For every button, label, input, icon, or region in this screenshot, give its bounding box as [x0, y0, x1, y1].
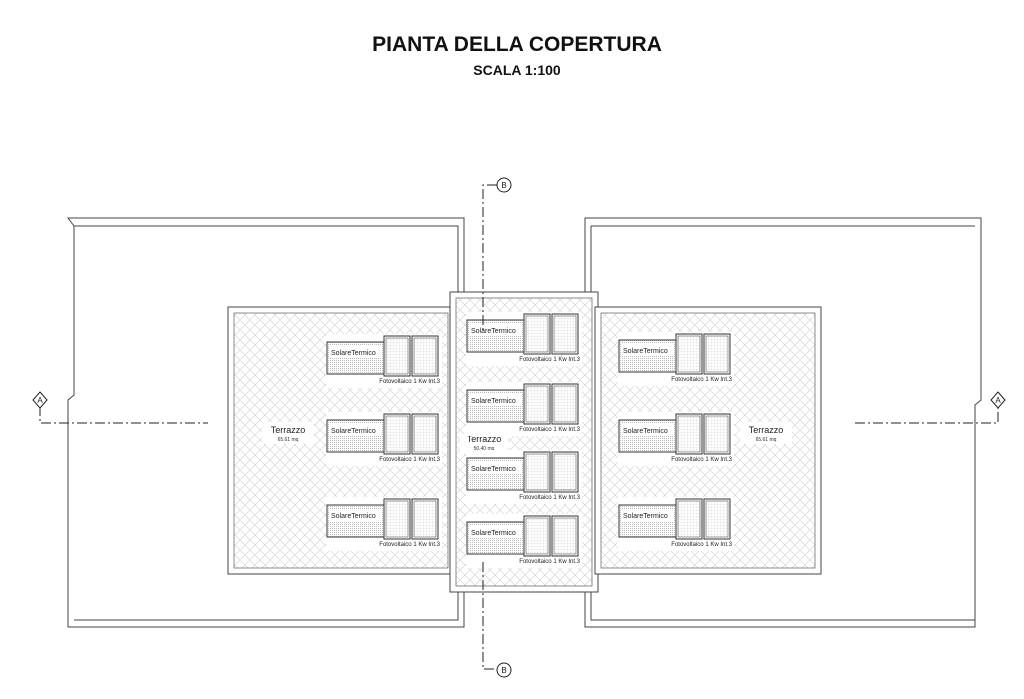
- drawing-scale: SCALA 1:100: [473, 62, 561, 78]
- svg-text:65.61 mq: 65.61 mq: [278, 437, 299, 443]
- solar-thermal-label: SolareTermico: [331, 513, 376, 520]
- pv-label: Fotovoltaico 1 Kw Int.3: [379, 379, 440, 385]
- section-line-a: [39, 406, 999, 424]
- solar-thermal-label: SolareTermico: [623, 348, 668, 355]
- terrace-label-left: Terrazzo 65.61 mq: [262, 422, 314, 444]
- pv-panel: [525, 315, 549, 353]
- section-mark-a-left: A: [32, 391, 48, 409]
- pv-panel: [705, 415, 729, 453]
- pv-panel: [385, 337, 409, 375]
- section-mark-b-bottom: B: [496, 662, 512, 678]
- solar-thermal-label: SolareTermico: [623, 513, 668, 520]
- pv-panel: [553, 385, 577, 423]
- solar-thermal-label: SolareTermico: [623, 428, 668, 435]
- drawing-title: PIANTA DELLA COPERTURA: [372, 33, 662, 56]
- pv-label: Fotovoltaico 1 Kw Int.3: [519, 357, 580, 363]
- pv-panel: [525, 385, 549, 423]
- pv-panel: [553, 453, 577, 491]
- solar-thermal-label-bg: [621, 424, 673, 436]
- pv-panel: [525, 517, 549, 555]
- svg-text:65.61 mq: 65.61 mq: [756, 437, 777, 443]
- solar-thermal-label-bg: [329, 509, 381, 521]
- section-line-b: [482, 184, 497, 670]
- pv-panel: [385, 415, 409, 453]
- pv-label: Fotovoltaico 1 Kw Int.3: [379, 457, 440, 463]
- terrace-label-right: Terrazzo 65.61 mq: [740, 422, 792, 444]
- svg-text:A: A: [995, 396, 1001, 405]
- svg-text:Terrazzo: Terrazzo: [749, 425, 784, 435]
- pv-panel: [677, 500, 701, 538]
- solar-thermal-label: SolareTermico: [471, 530, 516, 537]
- svg-text:Terrazzo: Terrazzo: [467, 434, 502, 444]
- pv-panel: [677, 335, 701, 373]
- solar-thermal-label-bg: [621, 509, 673, 521]
- pv-label: Fotovoltaico 1 Kw Int.3: [671, 457, 732, 463]
- pv-panel: [553, 315, 577, 353]
- pv-panel: [413, 415, 437, 453]
- pv-panel: [705, 500, 729, 538]
- pv-panel: [413, 337, 437, 375]
- solar-thermal-label: SolareTermico: [471, 466, 516, 473]
- svg-text:50.40 mq: 50.40 mq: [474, 446, 495, 452]
- solar-thermal-label-bg: [329, 424, 381, 436]
- solar-thermal-label-bg: [621, 344, 673, 356]
- svg-text:A: A: [37, 396, 43, 405]
- section-mark-a-right: A: [990, 391, 1006, 409]
- pv-panel: [413, 500, 437, 538]
- svg-text:Terrazzo: Terrazzo: [271, 425, 306, 435]
- pv-label: Fotovoltaico 1 Kw Int.3: [519, 495, 580, 501]
- pv-label: Fotovoltaico 1 Kw Int.3: [379, 542, 440, 548]
- terrace-label-center: Terrazzo 50.40 mq: [460, 434, 508, 454]
- svg-text:B: B: [501, 666, 506, 675]
- pv-label: Fotovoltaico 1 Kw Int.3: [671, 377, 732, 383]
- solar-thermal-label-bg: [469, 526, 521, 538]
- pv-panel: [553, 517, 577, 555]
- pv-label: Fotovoltaico 1 Kw Int.3: [671, 542, 732, 548]
- pv-panel: [677, 415, 701, 453]
- solar-thermal-label: SolareTermico: [331, 428, 376, 435]
- solar-thermal-label-bg: [469, 462, 521, 474]
- pv-panel: [705, 335, 729, 373]
- solar-thermal-label: SolareTermico: [471, 328, 516, 335]
- pv-label: Fotovoltaico 1 Kw Int.3: [519, 559, 580, 565]
- section-mark-b-top: B: [496, 177, 512, 193]
- solar-thermal-label-bg: [329, 346, 381, 358]
- pv-panel: [525, 453, 549, 491]
- svg-text:B: B: [501, 181, 506, 190]
- pv-label: Fotovoltaico 1 Kw Int.3: [519, 427, 580, 433]
- solar-thermal-label-bg: [469, 394, 521, 406]
- solar-thermal-label-bg: [469, 324, 521, 336]
- solar-thermal-label: SolareTermico: [471, 398, 516, 405]
- pv-panel: [385, 500, 409, 538]
- solar-thermal-label: SolareTermico: [331, 350, 376, 357]
